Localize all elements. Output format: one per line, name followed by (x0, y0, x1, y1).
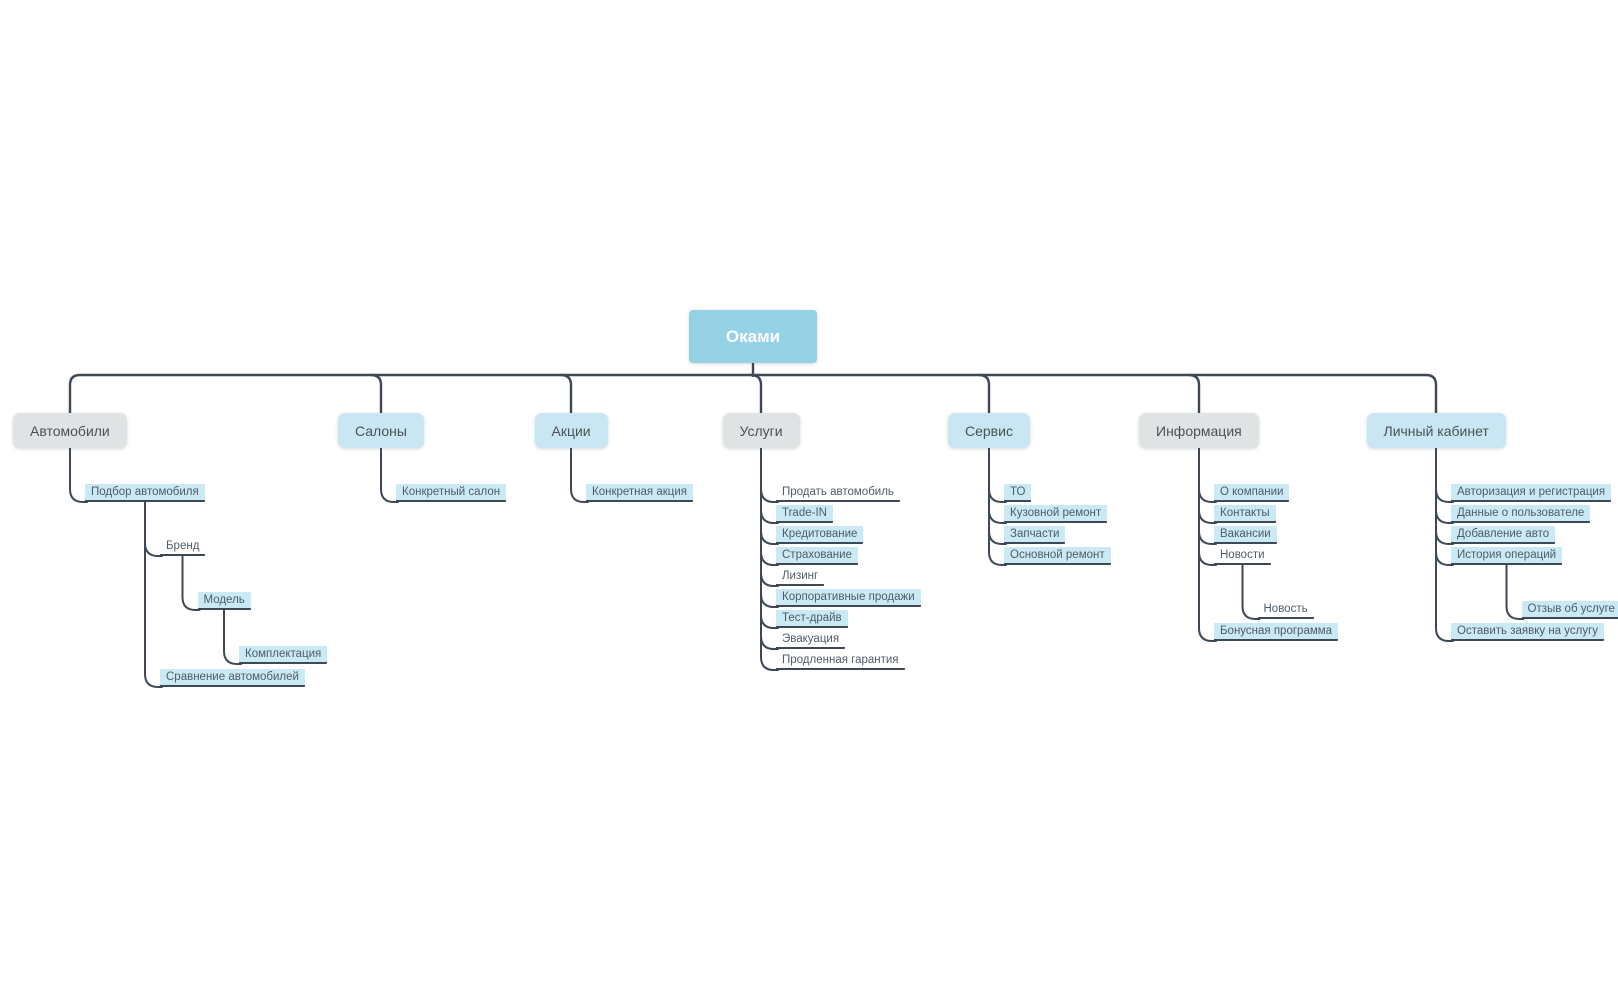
topic-uslugi-2[interactable]: Кредитование (776, 526, 864, 544)
topic-uslugi-8[interactable]: Продленная гарантия (776, 652, 905, 670)
topic-avtomobili-0-1[interactable]: Сравнение автомобилей (160, 669, 305, 687)
topic-uslugi-6[interactable]: Тест-драйв (776, 610, 848, 628)
topic-avtomobili-0-0[interactable]: Бренд (160, 538, 206, 556)
topic-lichnyy-kabinet-3-0[interactable]: Отзыв об услуге (1521, 601, 1618, 619)
branch-node-uslugi[interactable]: Услуги (722, 413, 800, 448)
topic-uslugi-5[interactable]: Корпоративные продажи (776, 589, 921, 607)
topic-informaciya-0[interactable]: О компании (1214, 484, 1290, 502)
topic-informaciya-1[interactable]: Контакты (1214, 505, 1276, 523)
topic-informaciya-4[interactable]: Бонусная программа (1214, 623, 1339, 641)
topic-uslugi-1[interactable]: Trade-IN (776, 505, 833, 523)
topic-uslugi-0[interactable]: Продать автомобиль (776, 484, 900, 502)
topic-uslugi-7[interactable]: Эвакуация (776, 631, 846, 649)
topic-informaciya-3-0[interactable]: Новость (1257, 601, 1314, 619)
topic-lichnyy-kabinet-3[interactable]: История операций (1451, 547, 1563, 565)
topic-akcii-0[interactable]: Конкретная акция (586, 484, 693, 502)
topic-uslugi-3[interactable]: Страхование (776, 547, 858, 565)
branch-node-salony[interactable]: Салоны (338, 413, 424, 448)
topic-informaciya-2[interactable]: Вакансии (1214, 526, 1277, 544)
topic-lichnyy-kabinet-4[interactable]: Оставить заявку на услугу (1451, 623, 1605, 641)
topic-informaciya-3[interactable]: Новости (1214, 547, 1271, 565)
topic-servis-1[interactable]: Кузовной ремонт (1004, 505, 1108, 523)
branch-node-avtomobili[interactable]: Автомобили (13, 413, 127, 448)
topic-servis-3[interactable]: Основной ремонт (1004, 547, 1111, 565)
topic-avtomobili-0-0-0-0[interactable]: Комплектация (239, 646, 328, 664)
branch-node-servis[interactable]: Сервис (948, 413, 1030, 448)
topic-avtomobili-0-0-0[interactable]: Модель (197, 592, 251, 610)
topic-lichnyy-kabinet-1[interactable]: Данные о пользователе (1451, 505, 1591, 523)
topic-lichnyy-kabinet-2[interactable]: Добавление авто (1451, 526, 1556, 544)
topic-servis-0[interactable]: ТО (1004, 484, 1032, 502)
branch-node-akcii[interactable]: Акции (534, 413, 608, 448)
topic-avtomobili-0[interactable]: Подбор автомобиля (85, 484, 205, 502)
root-node[interactable]: Оками (689, 310, 817, 363)
topic-lichnyy-kabinet-0[interactable]: Авторизация и регистрация (1451, 484, 1612, 502)
topic-uslugi-4[interactable]: Лизинг (776, 568, 825, 586)
topic-servis-2[interactable]: Запчасти (1004, 526, 1066, 544)
branch-node-informaciya[interactable]: Информация (1139, 413, 1259, 448)
branch-node-lichnyy-kabinet[interactable]: Личный кабинет (1366, 413, 1506, 448)
topic-salony-0[interactable]: Конкретный салон (396, 484, 507, 502)
